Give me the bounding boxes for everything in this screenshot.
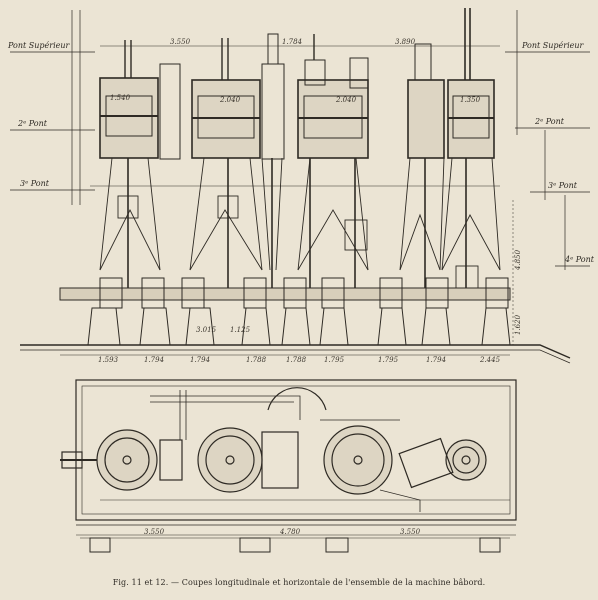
- crankshaft: [59, 277, 511, 309]
- bottom-dim-3: 1.788: [246, 356, 267, 364]
- deck-label-right-2: 3ᵉ Pont: [548, 181, 578, 190]
- shaft-dim-0: 3.015: [196, 326, 217, 334]
- deck-label-left-2: 3ᵉ Pont: [20, 179, 50, 188]
- deck-label-left-0: Pont Supérieur: [7, 41, 71, 50]
- cyl-label-1: 2.040: [335, 96, 357, 104]
- engine-columns: [90, 157, 501, 293]
- bottom-dimensions: 1.593 1.794 1.794 1.788 1.788 1.795 1.795 1.794…: [98, 356, 501, 364]
- bottom-dim-5: 1.795: [324, 356, 345, 364]
- cyl-label-3: 1.350: [460, 96, 481, 104]
- top-dim-2: 3.890: [395, 38, 416, 46]
- cylinder-block-2: [191, 33, 285, 160]
- deck-label-right-1: 2ᵉ Pont: [534, 117, 565, 126]
- plan-dim-2: 3.550: [400, 528, 421, 536]
- deck-label-right-3: 4ᵉ Pont: [564, 255, 595, 264]
- bottom-dim-2: 1.794: [190, 356, 210, 364]
- vertical-dim-1: 1.620: [514, 314, 522, 335]
- deck-label-left-1: 2ᵉ Pont: [17, 119, 48, 128]
- plan-pipes: [100, 390, 510, 512]
- hull-base: [20, 344, 571, 364]
- deck-lines-left: [10, 10, 95, 205]
- plan-dim-0: 3.550: [144, 528, 165, 536]
- cylinder-block-3: [297, 34, 369, 159]
- shaft-dim-1: 1.125: [230, 326, 251, 334]
- plan-base-feet: [89, 537, 501, 553]
- bottom-dim-7: 1.794: [426, 356, 446, 364]
- deck-label-right-0: Pont Supérieur: [521, 41, 585, 50]
- cyl-label-2: 2.040: [219, 96, 241, 104]
- cylinder-block-1: [99, 40, 181, 160]
- cyl-label-0: 1.540: [110, 94, 131, 102]
- cylinder-block-4: [407, 8, 495, 159]
- plan-dim-1: 4.780: [279, 528, 301, 536]
- top-dim-0: 3.550: [170, 38, 191, 46]
- figure-caption: Fig. 11 et 12. — Coupes longitudinale et…: [112, 578, 486, 587]
- bottom-dim-8: 2.445: [479, 356, 501, 364]
- bottom-dim-0: 1.593: [98, 356, 119, 364]
- top-dim-1: 1.784: [282, 38, 302, 46]
- bottom-dim-4: 1.788: [286, 356, 307, 364]
- plan-cylinders: [96, 387, 487, 495]
- bottom-dim-6: 1.795: [378, 356, 399, 364]
- bearing-pedestals: [87, 307, 511, 346]
- plan-frame: [60, 379, 517, 536]
- vertical-dim-0: 4.850: [514, 249, 522, 271]
- deck-lines-right: [505, 10, 590, 270]
- bottom-dim-1: 1.794: [144, 356, 164, 364]
